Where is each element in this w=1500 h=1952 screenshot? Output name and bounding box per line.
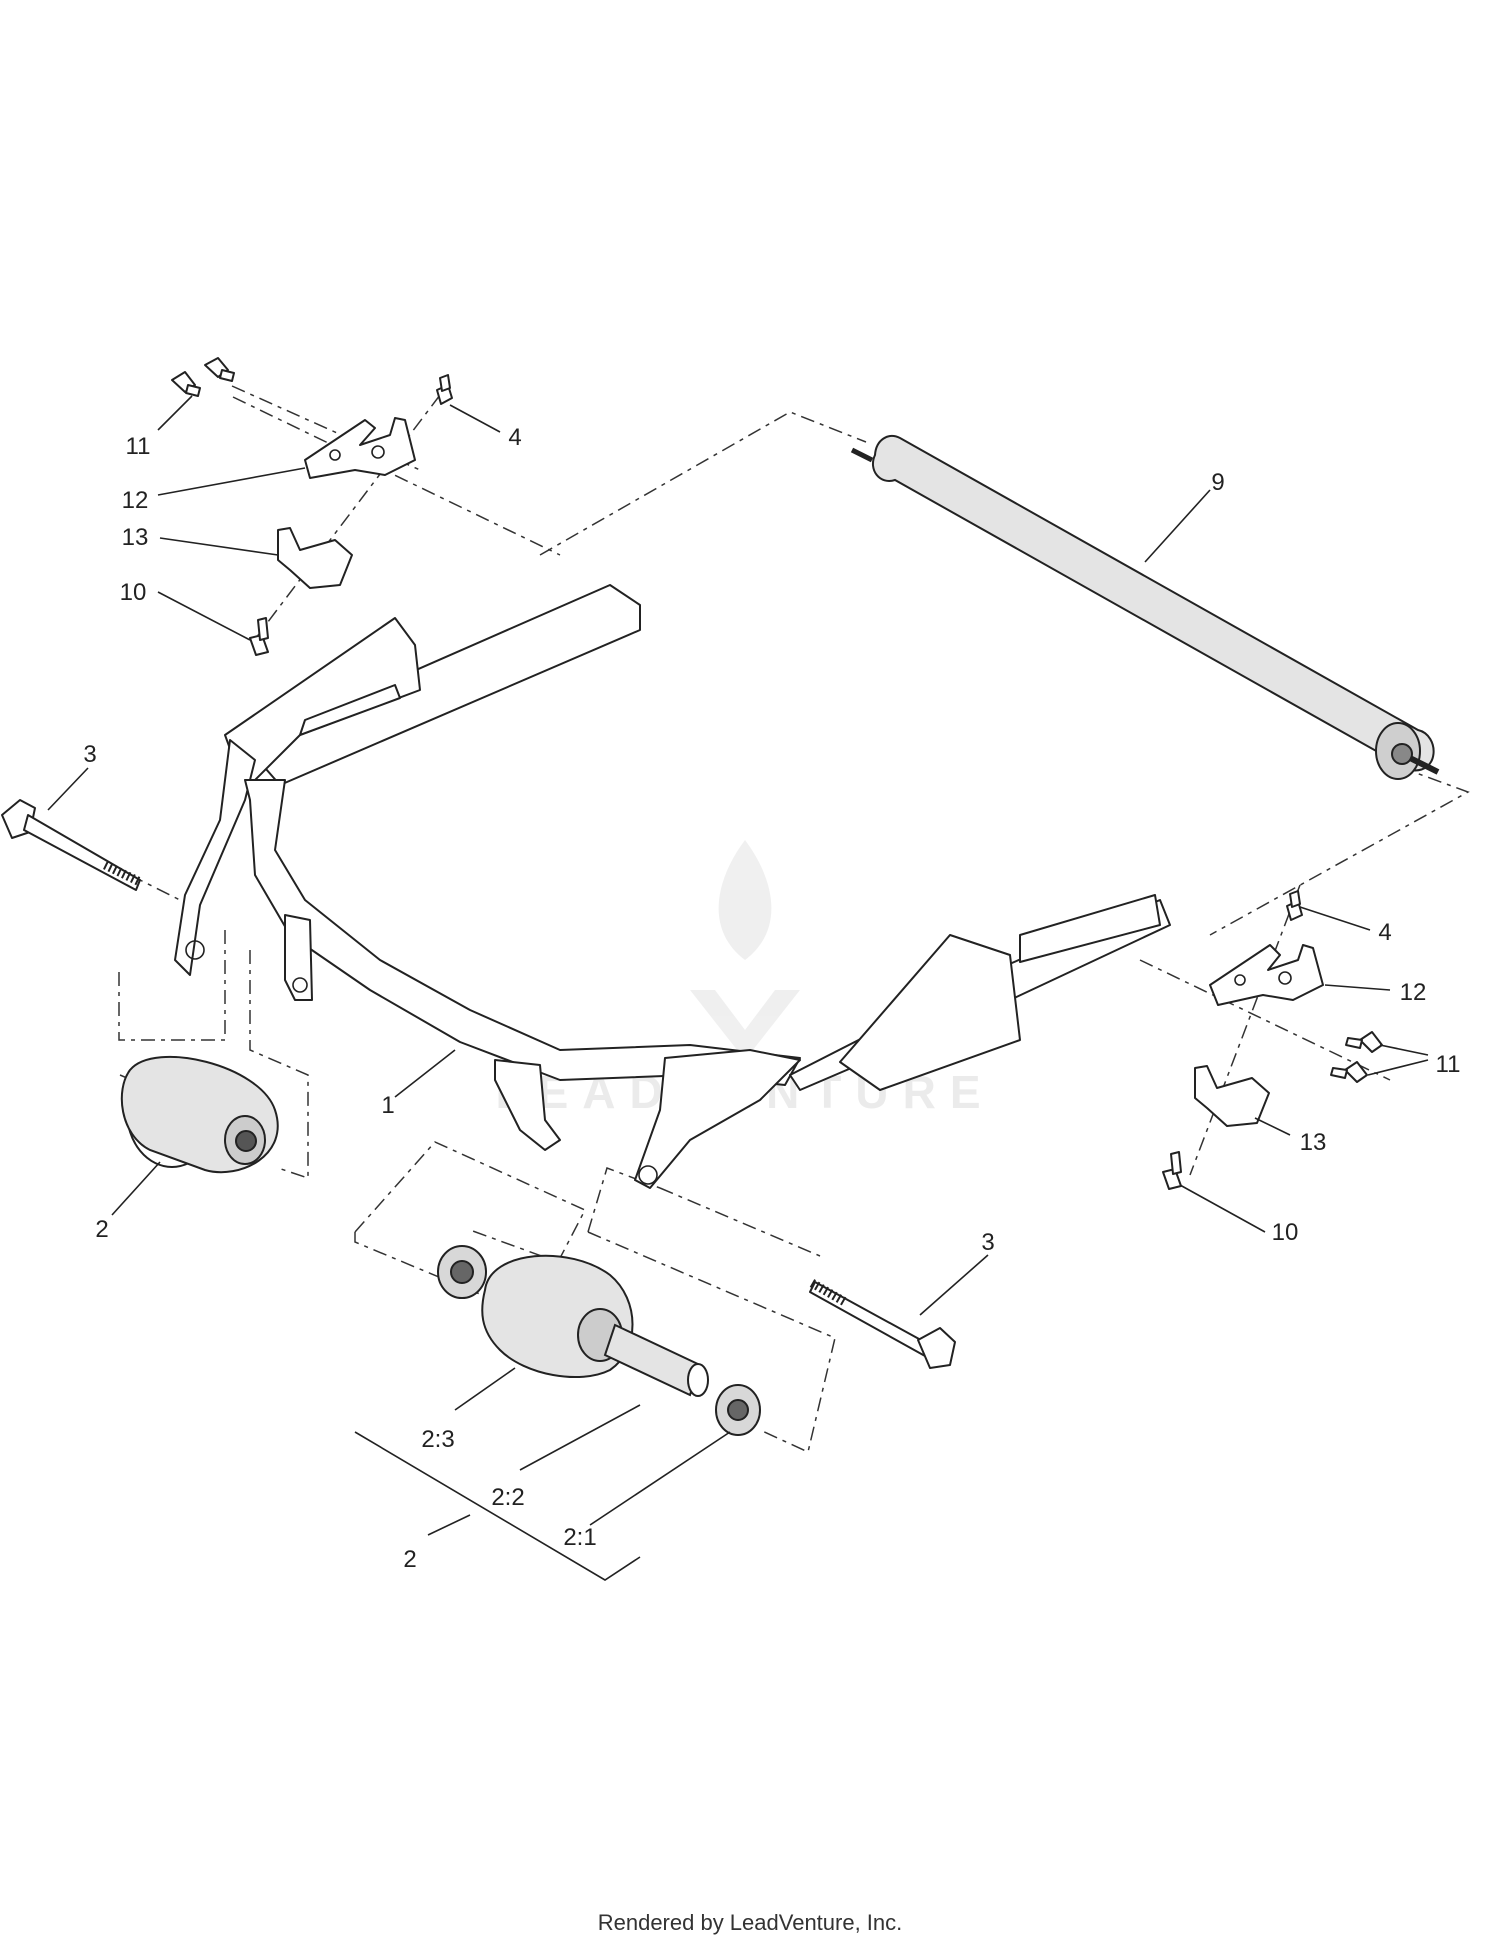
callout-11-left: 11	[126, 433, 151, 460]
clip-13-left-part	[277, 527, 353, 589]
callout-13-right: 13	[1300, 1129, 1327, 1156]
wheel-center-part	[437, 1245, 761, 1436]
callout-2-left: 2	[95, 1216, 108, 1243]
clip-13-right-part	[1194, 1065, 1270, 1127]
callout-3-right: 3	[981, 1229, 994, 1256]
callout-11-right: 11	[1436, 1051, 1461, 1078]
bolt-10-left-part	[249, 617, 269, 656]
callout-2-1: 2:1	[563, 1524, 596, 1551]
callout-labels: 11 4 12 13 10 9 3 1 2 4 12 11 13 10 3 2:…	[83, 424, 1460, 1573]
bracket-right-part	[1209, 944, 1324, 1006]
bolt-left-part	[1, 799, 142, 891]
callout-12-left: 12	[122, 487, 149, 514]
pin-4-left-part	[436, 374, 453, 405]
callout-3-left: 3	[83, 741, 96, 768]
bracket-left-part	[304, 417, 416, 479]
callout-2-bottom: 2	[403, 1546, 416, 1573]
callout-10-right: 10	[1272, 1219, 1299, 1246]
callout-13-left: 13	[122, 524, 149, 551]
bolt-11-right-part	[1330, 1031, 1383, 1083]
callout-2-3: 2:3	[421, 1426, 454, 1453]
bolt-10-right-part	[1162, 1151, 1182, 1190]
leader-lines	[47, 395, 1429, 1581]
callout-10-left: 10	[120, 579, 147, 606]
bolt-right-part	[809, 1279, 956, 1369]
footer-credit: Rendered by LeadVenture, Inc.	[597, 1910, 903, 1935]
callout-4-right: 4	[1378, 919, 1391, 946]
callout-4-left: 4	[508, 424, 521, 451]
roller-part	[850, 435, 1440, 780]
deck-frame-part	[174, 584, 1171, 1189]
watermark-logo	[690, 840, 800, 1060]
wheel-left-part	[120, 1055, 279, 1174]
callout-1: 1	[381, 1092, 394, 1119]
bolt-11-left-part	[171, 357, 235, 397]
pin-4-right-part	[1286, 890, 1303, 921]
callout-12-right: 12	[1400, 979, 1427, 1006]
callout-9: 9	[1211, 469, 1224, 496]
callout-2-2: 2:2	[491, 1484, 524, 1511]
